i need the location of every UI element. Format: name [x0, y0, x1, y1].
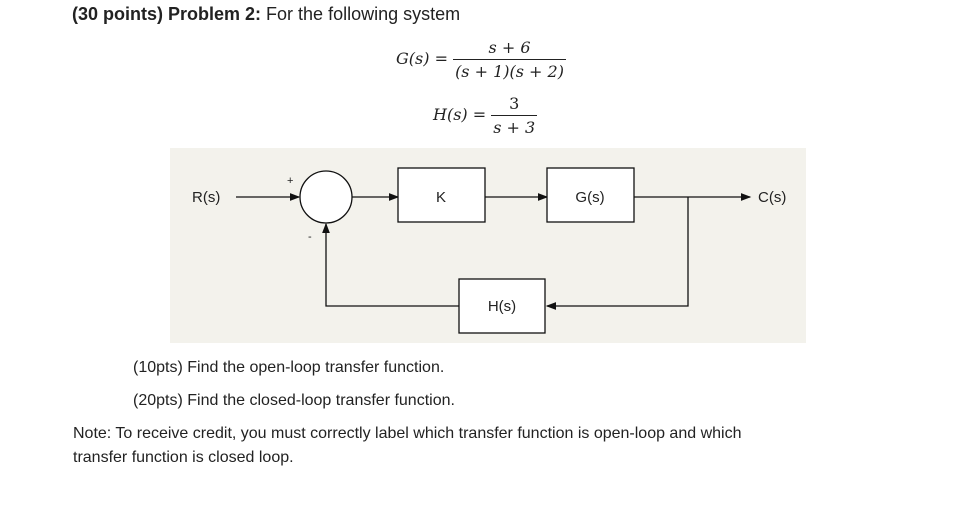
summing-junction — [299, 170, 353, 224]
minus-sign: - — [308, 231, 312, 243]
block-h-label: H(s) — [488, 298, 516, 315]
g-lhs: G(s) = — [396, 49, 448, 68]
block-g-label: G(s) — [575, 189, 604, 206]
output-label: C(s) — [758, 189, 786, 206]
h-fraction: 3 s + 3 — [491, 94, 538, 137]
h-lhs: H(s) = — [433, 105, 487, 124]
g-denominator: (s + 1)(s + 2) — [453, 59, 566, 81]
points-label: (30 points) Problem 2: — [72, 4, 262, 24]
feedback-path-to-sum — [322, 222, 459, 307]
input-label: R(s) — [192, 189, 220, 206]
g-numerator: s + 6 — [488, 38, 531, 57]
block-k-label: K — [436, 189, 446, 206]
question-open-loop: (10pts) Find the open-loop transfer func… — [133, 359, 445, 376]
block-k — [397, 167, 486, 223]
feedback-path-to-h — [545, 197, 689, 310]
g-equation: G(s) = s + 6 (s + 1)(s + 2) — [396, 38, 566, 81]
question-closed-loop: (20pts) Find the closed-loop transfer fu… — [133, 392, 455, 409]
h-equation: H(s) = 3 s + 3 — [433, 94, 538, 137]
g-fraction: s + 6 (s + 1)(s + 2) — [453, 38, 566, 81]
problem-intro: For the following system — [266, 4, 461, 24]
h-denominator: s + 3 — [491, 115, 538, 137]
block-g — [546, 167, 635, 223]
note-line-2: transfer function is closed loop. — [73, 449, 294, 466]
note-line-1: Note: To receive credit, you must correc… — [73, 425, 742, 442]
h-numerator: 3 — [509, 94, 520, 113]
block-h — [458, 278, 546, 334]
block-diagram: R(s) + - K G(s) C(s) H(s) — [170, 148, 806, 343]
plus-sign: + — [287, 175, 293, 187]
problem-title: (30 points) Problem 2: For the following… — [72, 4, 460, 25]
